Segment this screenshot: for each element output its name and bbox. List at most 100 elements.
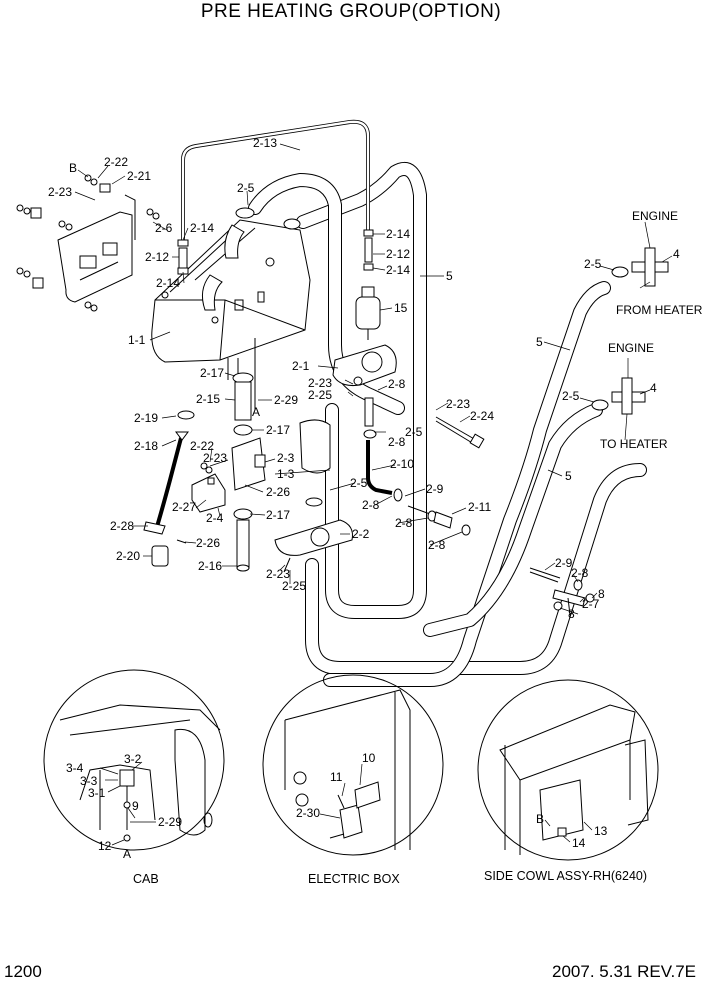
- callout-label: 2-20: [116, 549, 140, 563]
- callout-label: 8: [598, 587, 605, 601]
- callout-label: 2-16: [198, 559, 222, 573]
- callout-label: 2-8: [388, 377, 406, 391]
- inset-caption-side-cowl: SIDE COWL ASSY-RH(6240): [484, 869, 647, 883]
- callout-label: 12: [98, 839, 112, 853]
- inset-cab: [43, 669, 225, 851]
- callout-label: 2-23: [446, 397, 470, 411]
- page-title: PRE HEATING GROUP(OPTION): [200, 1, 502, 22]
- callout-label: 4: [650, 381, 657, 395]
- coolant-hoses: [248, 162, 647, 687]
- inset-caption-electric-box: ELECTRIC BOX: [308, 872, 400, 886]
- callout-label: 11: [330, 770, 343, 784]
- callout-label: 5: [446, 269, 453, 283]
- callout-label: 8: [568, 607, 575, 621]
- callout-label: 2-2: [352, 527, 370, 541]
- callout-label: 2-14: [156, 276, 180, 290]
- callout-label: 2-17: [266, 508, 290, 522]
- page-number: 1200: [4, 962, 42, 981]
- callout-label: 2-12: [145, 250, 169, 264]
- callout-label: 2-7: [582, 597, 600, 611]
- callout-label: 14: [572, 836, 586, 850]
- callout-label: 2-6: [155, 221, 173, 235]
- callout-label: 2-23: [266, 567, 290, 581]
- callout-label: 2-21: [127, 169, 151, 183]
- muffler-group: [231, 372, 353, 573]
- bracket-2-1: [332, 344, 397, 439]
- callout-label: 2-23: [203, 451, 227, 465]
- callout-label: 2-9: [426, 482, 444, 496]
- leader-lines: [74, 143, 673, 615]
- callout-label: 10: [362, 751, 376, 765]
- callout-label: 2-29: [158, 815, 182, 829]
- callout-label: A: [123, 847, 131, 861]
- callout-label: 2-22: [104, 155, 128, 169]
- callout-label: 2-10: [390, 457, 414, 471]
- callout-label: 2-25: [308, 388, 332, 402]
- callout-label: 2-23: [308, 376, 332, 390]
- callout-label: 3-2: [124, 752, 142, 766]
- callout-label: 2-15: [196, 392, 220, 406]
- callout-label: 2-1: [292, 359, 310, 373]
- mounting-bracket-left: [16, 174, 160, 312]
- engine-fittings: [591, 247, 669, 415]
- callout-label: 2-8: [571, 566, 589, 580]
- callout-label: 2-24: [470, 409, 494, 423]
- callout-label: 2-14: [190, 221, 214, 235]
- callout-label: 5: [536, 335, 543, 349]
- callout-label: 2-30: [296, 806, 320, 820]
- callout-label: B: [69, 161, 77, 175]
- annotation-label: ENGINE: [632, 209, 678, 223]
- callout-label: 2-18: [134, 439, 158, 453]
- callout-label: 3-1: [88, 786, 106, 800]
- callout-label: 2-11: [468, 500, 491, 514]
- callout-label: 4: [673, 247, 680, 261]
- callout-label: 1-3: [277, 467, 295, 481]
- callout-label: 2-9: [555, 556, 573, 570]
- callout-label: 2-29: [274, 393, 298, 407]
- annotation-label: ENGINE: [608, 341, 654, 355]
- callout-label: 9: [132, 799, 139, 813]
- callout-label: 2-23: [48, 185, 72, 199]
- callout-label: 5: [565, 469, 572, 483]
- inset-side-cowl: [477, 679, 659, 861]
- callout-labels: 2-13 B 2-22 2-21 2-23 2-5 2-6 2-14 2-12 …: [48, 136, 702, 886]
- fuel-line-2-13: [181, 119, 370, 245]
- callout-label: 2-5: [405, 425, 423, 439]
- callout-label: 2-26: [266, 485, 290, 499]
- callout-label: 2-12: [386, 247, 410, 261]
- callout-label: 2-5: [584, 257, 602, 271]
- tee-fitting-2-7: [529, 567, 595, 616]
- callout-label: 3-3: [80, 774, 98, 788]
- callout-label: 2-14: [386, 263, 410, 277]
- callout-label: B: [536, 812, 544, 826]
- hose-clamps-top: [177, 207, 374, 275]
- bolt-2-24: [435, 416, 485, 449]
- callout-label: 2-19: [134, 411, 158, 425]
- callout-label: 2-17: [266, 423, 290, 437]
- callout-label: 2-5: [350, 476, 368, 490]
- fuel-pump: [355, 286, 381, 340]
- fuel-line-fittings: [366, 440, 471, 536]
- callout-label: A: [252, 405, 260, 419]
- callout-label: 2-14: [386, 227, 410, 241]
- annotation-label: FROM HEATER: [616, 303, 702, 317]
- annotation-label: TO HEATER: [600, 437, 668, 451]
- callout-label: 2-27: [172, 500, 196, 514]
- callout-label: 2-25: [282, 579, 306, 593]
- callout-label: 2-17: [200, 366, 224, 380]
- inset-electric-box: [262, 674, 444, 856]
- callout-label: 2-4: [206, 511, 224, 525]
- callout-label: 2-13: [253, 136, 277, 150]
- callout-label: 2-5: [562, 389, 580, 403]
- callout-label: 13: [594, 824, 608, 838]
- callout-label: 2-22: [190, 439, 214, 453]
- inset-caption-cab: CAB: [133, 872, 159, 886]
- callout-label: 2-8: [362, 498, 380, 512]
- heater-unit: [151, 219, 311, 410]
- callout-label: 2-26: [196, 536, 220, 550]
- intake-pipe: [143, 410, 195, 567]
- callout-label: 1-1: [128, 333, 146, 347]
- callout-label: 2-8: [395, 516, 413, 530]
- callout-label: 2-8: [428, 538, 446, 552]
